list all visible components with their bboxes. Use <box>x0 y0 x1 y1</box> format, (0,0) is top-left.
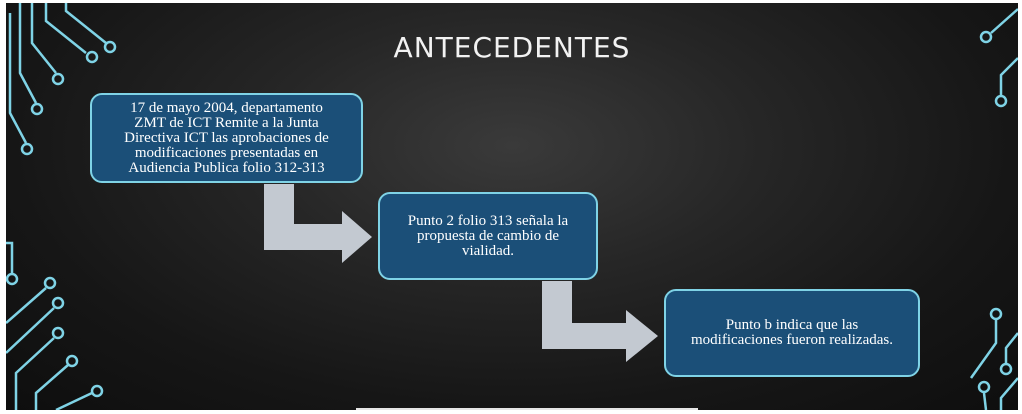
circuit-lines-icon <box>6 3 1018 410</box>
step-box-3: Punto b indica que las modificaciones fu… <box>664 289 920 377</box>
slide: ANTECEDENTES 17 de mayo 2004, departamen… <box>6 3 1018 410</box>
bent-arrow-icon <box>264 184 658 362</box>
arrow-1 <box>264 184 372 263</box>
slide-title: ANTECEDENTES <box>393 31 631 64</box>
circuit-decoration <box>6 3 1018 410</box>
arrow-2 <box>542 281 658 362</box>
step-box-1: 17 de mayo 2004, departamento ZMT de ICT… <box>90 93 363 183</box>
step-text-3: Punto b indica que las modificaciones fu… <box>691 317 893 348</box>
bottom-divider <box>356 408 698 410</box>
step-text-2: Punto 2 folio 313 señala la propuesta de… <box>407 212 569 259</box>
step-text-1: 17 de mayo 2004, departamento ZMT de ICT… <box>124 99 329 176</box>
step-box-2: Punto 2 folio 313 señala la propuesta de… <box>378 192 598 280</box>
